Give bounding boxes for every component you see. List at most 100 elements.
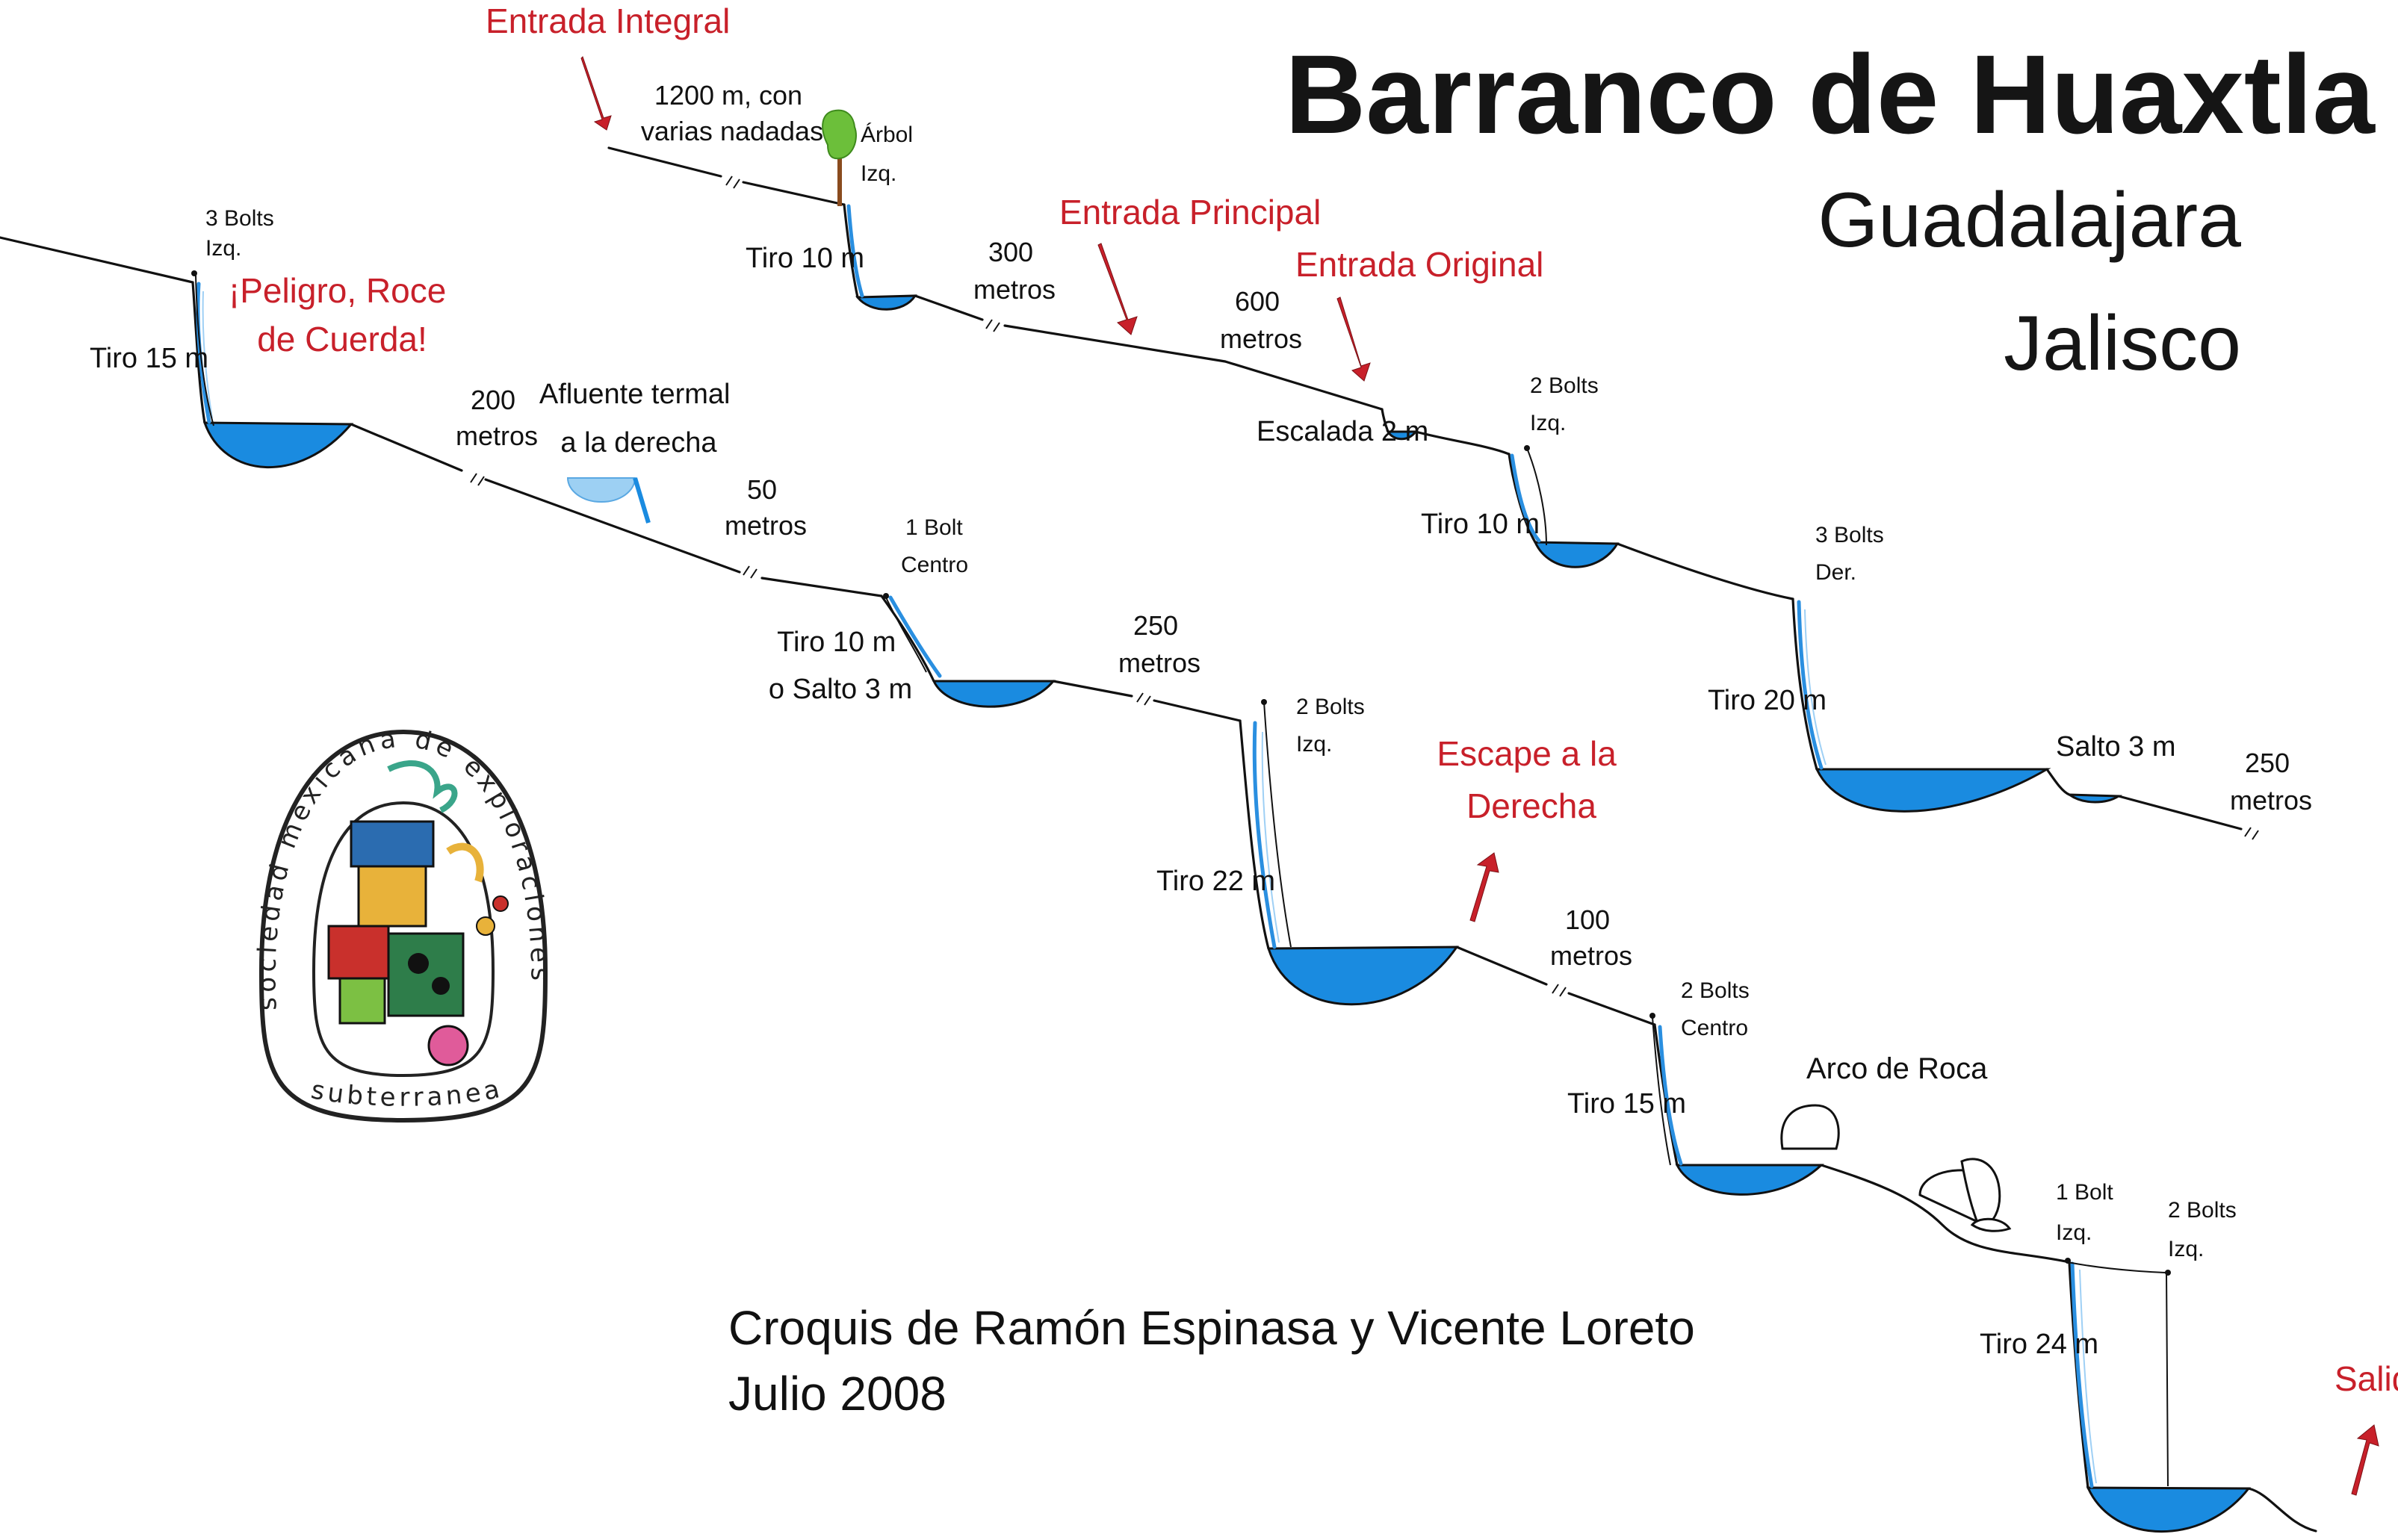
tree-crown — [822, 109, 857, 160]
ground-line — [0, 236, 194, 284]
profile-row-1e — [2065, 1258, 2317, 1533]
logo-figure — [327, 760, 509, 1066]
anchor-label: 2 Bolts Izq. — [2168, 1198, 2243, 1261]
entrada-principal-arrow — [1097, 243, 1138, 335]
anchor-label: 2 Bolts Centro — [1681, 978, 1756, 1040]
rope — [2067, 1261, 2169, 1487]
pool — [932, 680, 1056, 708]
rope — [195, 274, 214, 426]
cliff-line — [1381, 408, 1389, 433]
rope — [885, 597, 927, 673]
ground-line — [760, 577, 883, 597]
ground-line — [1052, 680, 1242, 722]
escape-arrow — [1469, 852, 1499, 922]
credits-authors: Croquis de Ramón Espinasa y Vicente Lore… — [728, 1301, 1695, 1355]
bolt — [2065, 1258, 2071, 1264]
ground-line — [914, 294, 1227, 363]
waterfall — [846, 204, 864, 298]
pool — [202, 421, 354, 469]
distance-label: 250 metros — [1118, 610, 1200, 678]
entrada-integral-label: Entrada Integral — [486, 1, 730, 40]
profile-row-1b — [880, 593, 1242, 722]
entrada-integral-arrow — [580, 56, 612, 131]
distance-label: 250 metros — [2230, 748, 2312, 816]
ground-line — [1224, 360, 1384, 411]
ground-line — [1820, 1164, 2071, 1264]
drop-label: Tiro 22 m — [1156, 866, 1275, 897]
ground-line — [1414, 430, 1511, 456]
drop-label: Tiro 24 m — [1980, 1329, 2098, 1360]
logo-outer-ring — [258, 729, 548, 1123]
distance-break-mark — [1552, 984, 1567, 997]
entrada-principal-label: Entrada Principal — [1059, 193, 1321, 232]
bolt — [883, 593, 889, 599]
ground-line — [2247, 1487, 2317, 1533]
tributary-stream — [633, 477, 651, 524]
distance-label: 50 metros — [725, 474, 807, 541]
cliff-line — [191, 281, 206, 424]
distance-label: 1200 m, con varias nadadas — [641, 80, 823, 146]
cliff-line — [2045, 768, 2071, 796]
subtitle-state: Jalisco — [2004, 300, 2241, 387]
anchor-label: 2 Bolts Izq. — [1530, 373, 1605, 435]
distance-break-mark — [985, 319, 1000, 332]
bolt — [1524, 445, 1530, 451]
ground-line — [607, 146, 846, 206]
waterfall-highlight — [2079, 1269, 2097, 1484]
bolt — [191, 270, 197, 276]
bolt — [1649, 1013, 1655, 1019]
waterfall — [1252, 721, 1277, 949]
anchor-label: 2 Bolts Izq. — [1296, 695, 1371, 757]
distance-label: 600 metros — [1220, 286, 1302, 354]
entrada-original-label: Entrada Original — [1295, 245, 1543, 284]
cliff-line — [1508, 453, 1537, 544]
anchor-label: 1 Bolt Centro — [901, 515, 969, 577]
anchor-label: 3 Bolts Izq. — [205, 206, 280, 261]
distance-break-mark — [2244, 827, 2259, 840]
rock-arch-boulder — [1780, 1104, 1840, 1150]
waterfall — [2070, 1261, 2094, 1488]
subtitle-city: Guadalajara — [1818, 177, 2241, 264]
distance-break-mark — [1136, 692, 1151, 706]
pool — [2066, 793, 2122, 804]
drop-label: Tiro 15 m — [90, 343, 208, 374]
rope — [1526, 447, 1547, 546]
distance-label: 200 metros — [456, 385, 538, 451]
credits-date: Julio 2008 — [728, 1367, 947, 1421]
drop-label: Tiro 10 m o Salto 3 m — [769, 627, 912, 705]
profile-row-1 — [0, 236, 883, 597]
profile-row-2 — [607, 109, 2259, 840]
bolt — [2165, 1270, 2171, 1276]
pool — [1675, 1164, 1824, 1196]
pool — [1266, 946, 1459, 1006]
cliff-line — [1239, 719, 1270, 950]
cliff-line — [1791, 597, 1818, 771]
distance-label: 300 metros — [973, 237, 1056, 305]
exit-label: Salida — [2335, 1359, 2398, 1398]
ground-line — [350, 423, 741, 574]
cliff-line — [843, 203, 859, 299]
profile-row-1c — [1239, 699, 1656, 1026]
drop-label: Tiro 15 m — [1567, 1088, 1686, 1120]
waterfall-highlight — [202, 291, 213, 419]
ground-line — [1455, 946, 1656, 1026]
rope — [1263, 701, 1292, 948]
ground-line — [2117, 795, 2243, 830]
boulder — [1970, 1217, 2012, 1232]
pool — [1815, 768, 2051, 813]
waterfall — [1510, 453, 1541, 543]
distance-break-mark — [725, 176, 740, 189]
bolt — [1261, 699, 1267, 705]
jump-label: Salto 3 m — [2056, 731, 2176, 763]
ground-line — [1616, 542, 1794, 600]
pool — [1533, 541, 1620, 568]
drop-label: Tiro 10 m — [1421, 509, 1540, 540]
drop-label: Tiro 10 m — [746, 243, 864, 274]
climb-label: Escalada 2 m — [1257, 416, 1428, 447]
waterfall-highlight — [1804, 609, 1827, 766]
waterfall — [888, 595, 942, 678]
smes-logo: sociedad mexicana de exploraciones subte… — [0, 0, 550, 1123]
escape-label: Escape a la Derecha — [1437, 734, 1626, 825]
distance-break-mark — [743, 565, 757, 579]
